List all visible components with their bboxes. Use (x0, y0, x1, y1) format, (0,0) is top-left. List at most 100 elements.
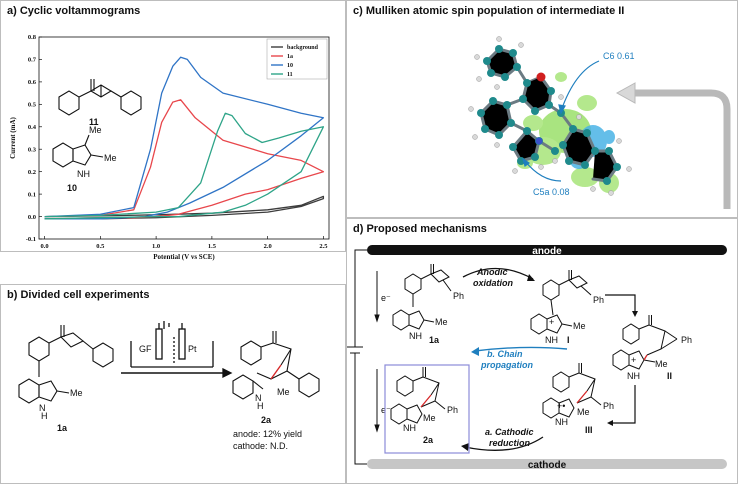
pt-electrode-label: Pt (188, 344, 197, 354)
legend-label-background: background (287, 45, 319, 51)
panel-c-spin-population: c) Mulliken atomic spin population of in… (346, 0, 738, 218)
mech-I-me: Me (573, 321, 586, 331)
y-tick-label: 0.4 (28, 124, 37, 131)
series-line-background (44, 195, 325, 220)
mech-III-ph: Ph (603, 401, 614, 411)
panel-d-title: d) Proposed mechanisms (353, 223, 487, 235)
mech-II-structure (612, 315, 678, 371)
cathode-label: cathode (528, 460, 567, 471)
panel-a-cyclic-voltammograms: a) Cyclic voltammograms 0.0 0.5 1.0 1.5 2.0 2… (0, 0, 346, 261)
anode-yield-text: anode: 12% yield (233, 429, 302, 439)
divided-cell-icon (121, 321, 233, 379)
mech-II-new-bond (643, 354, 648, 361)
anodic-text-1: Anodic (476, 267, 508, 277)
y-tick-label: 0.8 (28, 34, 37, 41)
series-line-10 (44, 56, 325, 220)
plot-frame (38, 36, 330, 240)
b-2a-h: H (257, 401, 264, 411)
panel-c-title: c) Mulliken atomic spin population of in… (353, 5, 625, 17)
x-tick-label: 1.5 (208, 243, 217, 250)
legend-box (266, 38, 328, 80)
x-tick-label: 0.5 (96, 243, 105, 250)
y-tick-label: 0.5 (28, 102, 37, 109)
mech-2a-new-bond (420, 394, 432, 408)
b-1a-h: H (41, 411, 48, 421)
mech-III-me: Me (577, 407, 590, 417)
mech-I-structure (530, 270, 592, 335)
x-tick-label: 2.5 (319, 243, 328, 250)
mech-I-ph: Ph (593, 295, 604, 305)
y-tick-label: 0.1 (28, 191, 36, 198)
legend-label-1a: 1a (287, 54, 293, 60)
cathode-bar (367, 459, 727, 469)
spin-c6-label: C6 0.61 (603, 51, 635, 61)
electron-label-bottom: e⁻ (381, 405, 391, 415)
compound-1a-structure (18, 325, 114, 404)
mech-2a-structure (390, 367, 446, 425)
compound-10-me-right: Me (104, 153, 117, 163)
new-bond-highlight (270, 364, 282, 380)
mech-II-me: Me (655, 359, 668, 369)
compound-10-label: 10 (67, 183, 77, 193)
arrow-II-to-III (609, 385, 636, 424)
series-line-1a (44, 99, 325, 220)
nitrogen-atom (535, 137, 543, 145)
compound-10-structure (52, 134, 104, 168)
y-axis-label: Current (mA) (9, 117, 17, 159)
anodic-oxidation-arrow (462, 267, 534, 280)
y-tick-label: 0.3 (28, 146, 37, 153)
mech-2a-ph: Ph (447, 405, 458, 415)
legend-label-10: 10 (287, 63, 293, 69)
cathodic-text-1: a. Cathodic (485, 427, 534, 437)
panel-b-divided-cell: b) Divided cell experiments Me N H 1a (0, 284, 346, 484)
mech-II-nh: NH (627, 371, 640, 381)
mech-III-radical-cation: +• (557, 401, 565, 411)
b-2a-me: Me (277, 387, 290, 397)
chain-text-2: propagation (480, 360, 533, 370)
mech-2a-nh: NH (403, 423, 416, 433)
oxygen-atom (536, 72, 546, 82)
mech-II-plus: + (631, 355, 636, 365)
electron-label-top: e⁻ (381, 293, 391, 303)
spin-callout-arrows (521, 60, 600, 182)
y-tick-label: 0.6 (28, 79, 37, 86)
b-2a-nh: N (255, 393, 262, 403)
cathodic-text-2: reduction (489, 438, 531, 448)
mech-1a-label: 1a (429, 335, 440, 345)
mech-I-nh: NH (545, 335, 558, 345)
b-1a-nh: N (39, 403, 46, 413)
panel-d-proposed-mechanisms: d) Proposed mechanisms anode cathode e⁻ … (346, 218, 738, 484)
compound-11-label: 11 (89, 117, 99, 127)
mech-III-structure (542, 363, 602, 419)
grey-link-arrow (635, 89, 731, 209)
gf-electrode-label: GF (139, 344, 152, 354)
mech-2a-me: Me (423, 413, 436, 423)
mech-1a-nh: NH (409, 331, 422, 341)
b-2a-label: 2a (261, 415, 272, 425)
b-1a-label: 1a (57, 423, 68, 433)
arrow-I-to-II (605, 294, 636, 315)
x-tick-label: 1.0 (152, 243, 160, 250)
spin-c5a-label: C5a 0.08 (533, 187, 570, 197)
y-tick-label: 0.2 (28, 169, 36, 176)
x-tick-label: 2.0 (264, 243, 272, 250)
mech-I-label: I (567, 335, 570, 345)
panel-a-title: a) Cyclic voltammograms (7, 5, 141, 17)
mech-2a-label: 2a (423, 435, 434, 445)
mech-I-plus: + (549, 317, 554, 327)
chain-text-1: b. Chain (487, 349, 523, 359)
anode-bar (367, 245, 727, 255)
x-axis-label: Potential (V vs SCE) (153, 253, 215, 261)
mechanism-scheme: anode cathode e⁻ e⁻ Ph M (347, 245, 727, 471)
compound-10-me-top: Me (89, 125, 102, 135)
x-tick-label: 0.0 (41, 243, 49, 250)
spin-density-model: C6 0.61 C5a 0.08 (468, 36, 731, 209)
legend-label-11: 11 (287, 72, 293, 78)
compound-2a-structure (232, 331, 320, 400)
panel-a-structures: 11 Me Me NH 10 (52, 79, 142, 193)
mech-III-label: III (585, 425, 593, 435)
cathodic-reduction-arrow (464, 436, 544, 451)
mech-1a-me: Me (435, 317, 448, 327)
panel-b-scheme: Me N H 1a GF Pt (18, 321, 320, 451)
